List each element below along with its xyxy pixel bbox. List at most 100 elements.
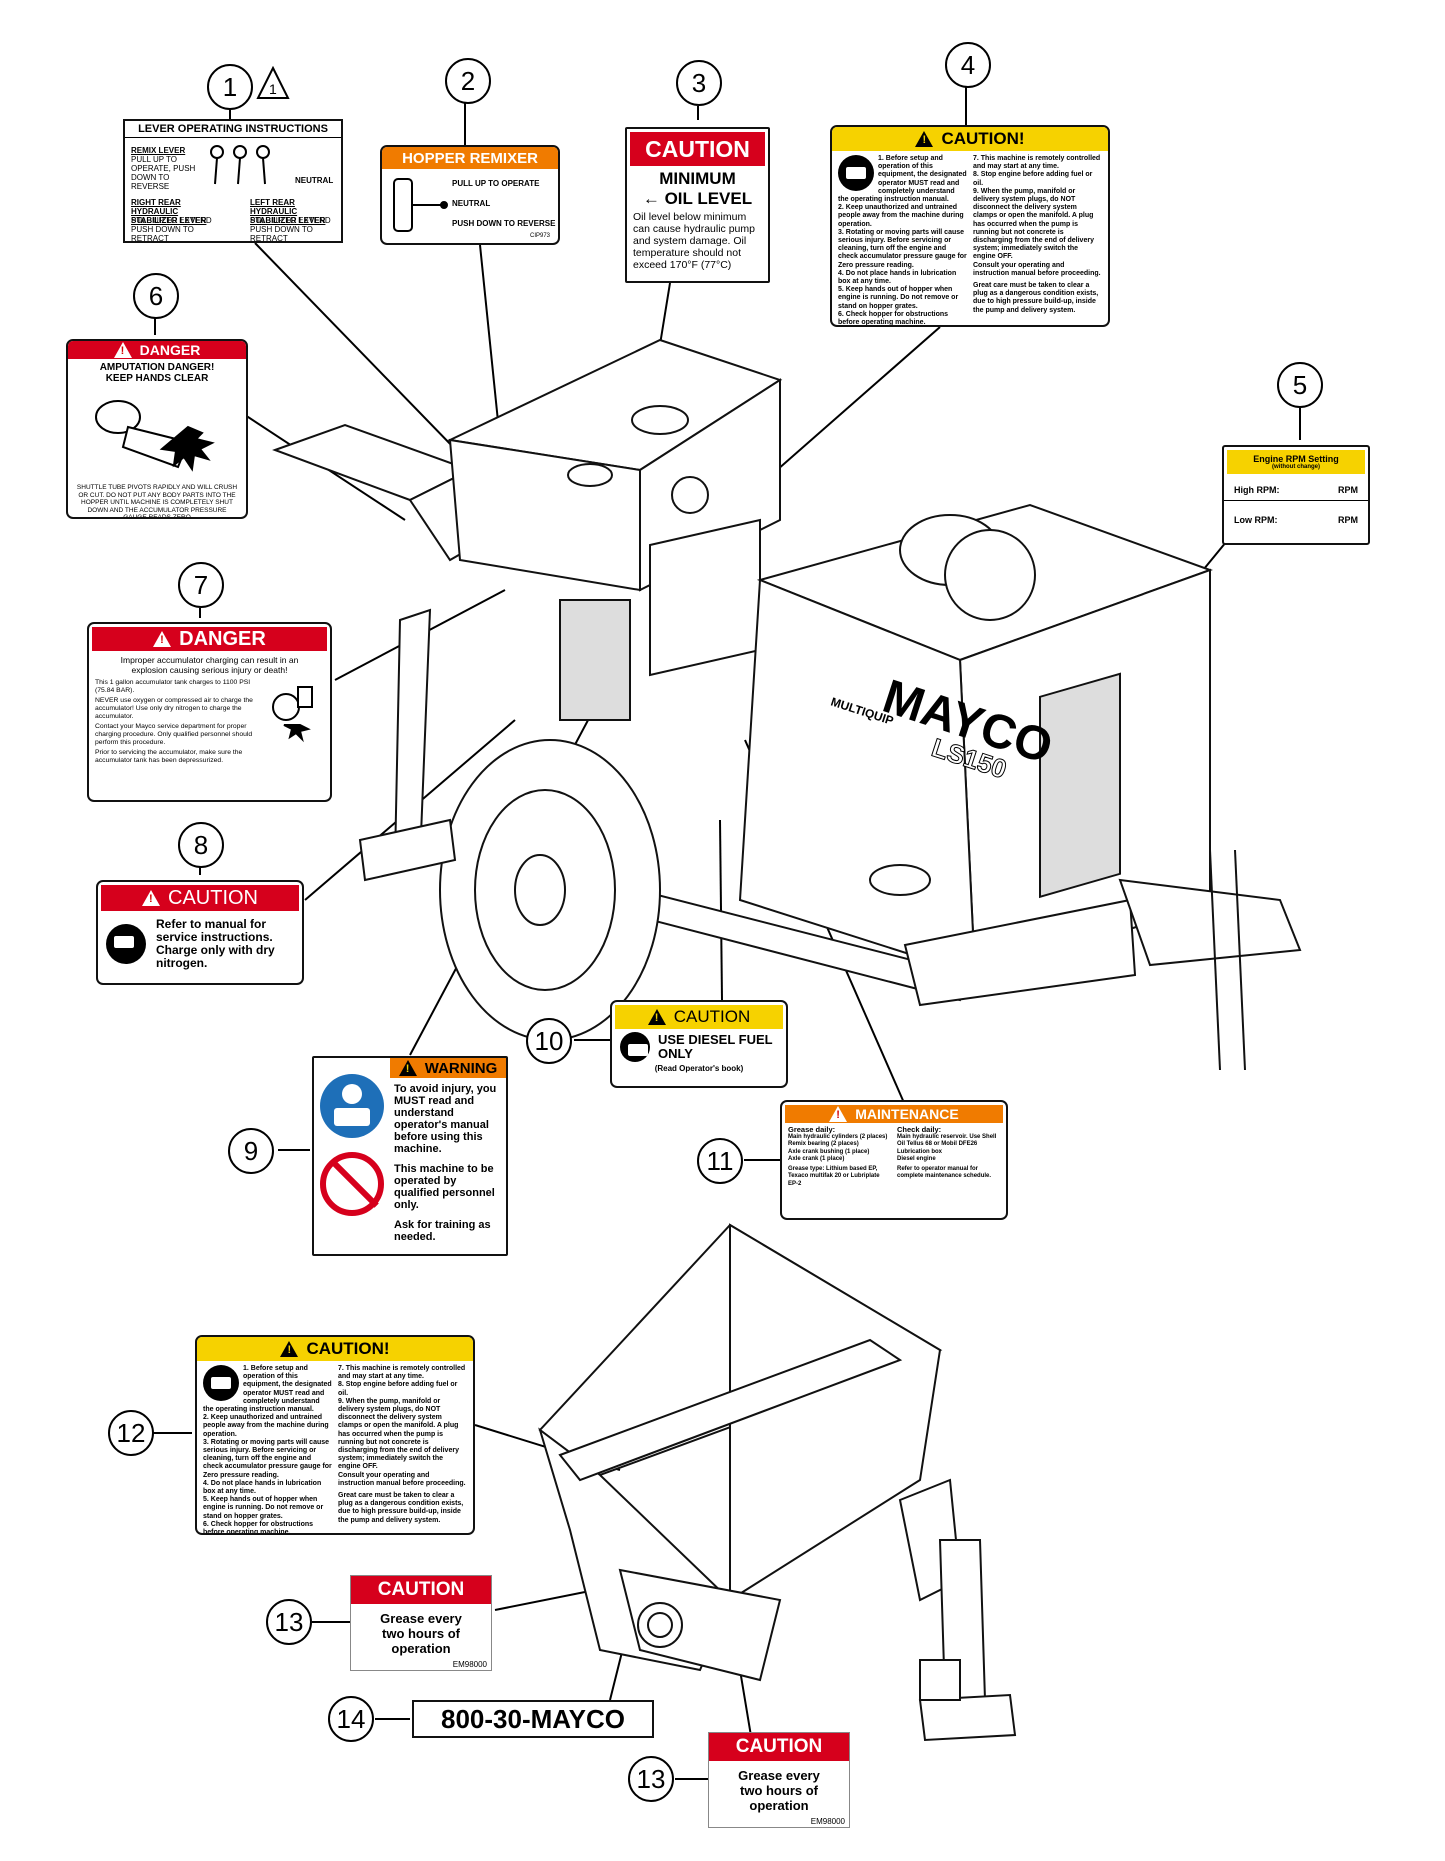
- push-text: PUSH DOWN TO REVERSE: [452, 219, 556, 228]
- decal-11-header: MAINTENANCE: [855, 1106, 959, 1122]
- decal-13a-header: CAUTION: [351, 1576, 491, 1604]
- decal-2-code: CIP973: [530, 233, 551, 239]
- warning-icon: [398, 1060, 417, 1076]
- caution-consult: Consult your operating and instruction m…: [973, 261, 1101, 277]
- check-note: Refer to operator manual for complete ma…: [897, 1165, 992, 1180]
- pull-text: PULL UP TO OPERATE: [452, 179, 540, 188]
- remixer-lever-icon: [393, 178, 448, 232]
- diesel-body: USE DIESEL FUEL ONLY: [658, 1032, 773, 1061]
- decal-nitrogen-caution: CAUTION Refer to manual for service inst…: [96, 880, 304, 985]
- rpm-subtitle: (without change): [1272, 464, 1320, 470]
- grease-item-1: Main hydraulic cylinders (2 places): [788, 1133, 888, 1140]
- diesel-note: (Read Operator's book): [654, 1064, 744, 1073]
- decal-13b-code: EM98000: [810, 1817, 845, 1826]
- callout-12: 12: [108, 1410, 154, 1456]
- low-rpm-label: Low RPM:: [1234, 515, 1278, 525]
- left-rear-text: PULL UP TO EXTEND PUSH DOWN TO RETRACT: [250, 216, 331, 243]
- right-rear-text: PULL UP TO EXTEND PUSH DOWN TO RETRACT: [131, 216, 212, 243]
- callout-13a: 13: [266, 1599, 312, 1645]
- caution-item-6: 6. Check hopper for obstructions before …: [838, 310, 949, 327]
- decal-2-header: HOPPER REMIXER: [382, 147, 558, 169]
- caution-item-9: 9. When the pump, manifold or delivery s…: [338, 1397, 459, 1471]
- callout-9: 9: [228, 1128, 274, 1174]
- warning-p2: This machine to be operated by qualified…: [394, 1163, 495, 1211]
- decal-10-header: CAUTION: [673, 1007, 751, 1026]
- warning-icon: [142, 890, 160, 906]
- decal-13b-header: CAUTION: [709, 1733, 849, 1761]
- accumulator-p3: Contact your Mayco service department fo…: [95, 723, 253, 746]
- nitrogen-body: Refer to manual for service instructions…: [156, 917, 275, 970]
- caution-item-5: 5. Keep hands out of hopper when engine …: [838, 286, 959, 310]
- decal-caution-hopper: CAUTION! 1. Before setup and operation o…: [195, 1335, 475, 1535]
- oil-level-line2: ← OIL LEVEL: [642, 189, 753, 208]
- accumulator-p4: Prior to servicing the accumulator, make…: [95, 749, 243, 764]
- caution-item-4: 4. Do not place hands in lubrication box…: [838, 269, 957, 286]
- callout-3: 3: [676, 60, 722, 106]
- decal-3-header: CAUTION: [630, 132, 765, 166]
- remix-lever-text: PULL UP TO OPERATE, PUSH DOWN TO REVERSE: [131, 155, 196, 191]
- warning-icon: [647, 1009, 666, 1025]
- callout-5: 5: [1277, 362, 1323, 408]
- accumulator-intro: Improper accumulator charging can result…: [120, 655, 299, 675]
- check-item-3: Diesel engine: [897, 1156, 936, 1162]
- callout-6: 6: [133, 273, 179, 319]
- grease-item-4: Axle crank (1 place): [788, 1156, 845, 1162]
- caution-item-9: 9. When the pump, manifold or delivery s…: [973, 187, 1094, 261]
- read-manual-icon: [203, 1365, 239, 1401]
- decal-12-header: CAUTION!: [306, 1339, 390, 1358]
- decal-accumulator-danger: DANGER Improper accumulator charging can…: [87, 622, 332, 802]
- callout-11: 11: [697, 1138, 743, 1184]
- prohibited-hand-icon: [320, 1152, 384, 1216]
- oil-level-body: Oil level below minimum can cause hydrau…: [633, 211, 755, 271]
- callout-7: 7: [178, 562, 224, 608]
- callout-2: 2: [445, 58, 491, 104]
- decal-8-header: CAUTION: [168, 886, 258, 909]
- decal-6-header: DANGER: [139, 342, 201, 358]
- caution-item-4: 4. Do not place hands in lubrication box…: [203, 1479, 322, 1496]
- high-rpm-label: High RPM:: [1234, 485, 1280, 495]
- callout-8: 8: [178, 822, 224, 868]
- explosion-icon: [272, 686, 313, 743]
- decal-diesel-fuel: CAUTION USE DIESEL FUEL ONLY (Read Opera…: [610, 1000, 788, 1088]
- danger-icon: [153, 631, 172, 647]
- callout-1: 1: [207, 64, 253, 110]
- caution-great-care: Great care must be taken to clear a plug…: [973, 282, 1099, 314]
- decal-grease-caution-a: CAUTION Grease every two hours of operat…: [350, 1575, 492, 1671]
- grease-type: Grease type: Lithium based EP, Texaco mu…: [788, 1165, 880, 1187]
- caution-item-5: 5. Keep hands out of hopper when engine …: [203, 1496, 324, 1520]
- caution-item-8: 8. Stop engine before adding fuel or oil…: [338, 1381, 458, 1397]
- left-rear-label: LEFT REAR HYDRAULIC STABILIZER LEVER: [250, 198, 326, 225]
- callout-4: 4: [945, 42, 991, 88]
- callout-13b: 13: [628, 1756, 674, 1802]
- high-rpm-unit: RPM: [1338, 485, 1358, 495]
- warning-triangle-icon: 1: [256, 65, 290, 100]
- check-item-1: Main hydraulic reservoir. Use Shell Oil …: [897, 1133, 997, 1148]
- oil-level-line1: MINIMUM: [659, 169, 736, 188]
- decal-engine-rpm: Engine RPM Setting (without change) High…: [1222, 445, 1370, 545]
- warning-icon: [280, 1341, 299, 1357]
- right-rear-label: RIGHT REAR HYDRAULIC STABILIZER LEVER: [131, 198, 207, 225]
- warning-p1: To avoid injury, you MUST read and under…: [394, 1083, 497, 1155]
- decal-hopper-remixer: HOPPER REMIXER PULL UP TO OPERATE NEUTRA…: [380, 145, 560, 245]
- read-manual-icon: [320, 1074, 384, 1138]
- danger-icon: [113, 342, 132, 358]
- decal-grease-caution-b: CAUTION Grease every two hours of operat…: [708, 1732, 850, 1828]
- grease-item-2: Remix bearing (2 places): [788, 1141, 859, 1147]
- grease-body-a: Grease every two hours of operation: [380, 1611, 462, 1656]
- amputation-body: SHUTTLE TUBE PIVOTS RAPIDLY AND WILL CRU…: [76, 484, 238, 519]
- decal-amputation-danger: DANGER AMPUTATION DANGER! KEEP HANDS CLE…: [66, 339, 248, 519]
- decal-maintenance: MAINTENANCE Grease daily: Main hydraulic…: [780, 1100, 1008, 1220]
- maintenance-icon: [829, 1106, 848, 1122]
- accumulator-p2: NEVER use oxygen or compressed air to ch…: [95, 697, 253, 720]
- callout-14: 14: [328, 1696, 374, 1742]
- caution-consult: Consult your operating and instruction m…: [338, 1471, 466, 1487]
- decal-caution-general: CAUTION! 1. Before setup and operation o…: [830, 125, 1110, 327]
- decal-operator-warning: WARNING To avoid injury, you MUST read a…: [312, 1056, 508, 1256]
- remix-lever-label: REMIX LEVER: [131, 146, 186, 155]
- decal-7-header: DANGER: [179, 627, 266, 650]
- read-manual-icon: [106, 924, 146, 964]
- caution-item-2: 2. Keep unauthorized and untrained peopl…: [203, 1414, 329, 1438]
- hopper-assembly: [538, 1223, 1017, 1742]
- caution-item-3: 3. Rotating or moving parts will cause s…: [203, 1438, 332, 1479]
